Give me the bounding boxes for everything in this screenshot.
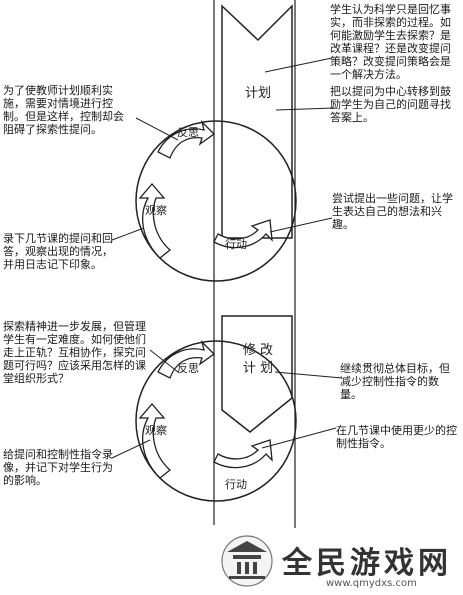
cycle-circle-1 (135, 120, 297, 282)
observe-label-1: 观察 (145, 203, 167, 217)
plan-label-2b: 计 划 (243, 361, 273, 376)
cycle-2: 修 改 计 划 反思 观察 行动 (135, 315, 297, 502)
note-left-observe-2: 给提问和控制性指令录像，并记下对学生行为的影响。 (3, 448, 113, 487)
plan-arrow-1 (221, 4, 293, 239)
pointer-right-act-2 (261, 427, 337, 449)
pointer-top-right (264, 57, 333, 73)
act-label-1: 行动 (225, 238, 247, 251)
note-right-plan: 把以提问为中心转移到鼓励学生为自己的问题寻找答案上。 (330, 85, 451, 124)
observe-arrow-2 (138, 403, 172, 479)
watermark-logo-icon (221, 535, 273, 587)
cycle-circle-2 (135, 340, 297, 502)
note-right-act-1: 尝试提出一些问题，让学生表达自己的想法和兴趣。 (332, 192, 453, 231)
reflect-label-2: 反思 (177, 362, 199, 375)
observe-label-2: 观察 (145, 423, 167, 437)
act-label-2: 行动 (225, 478, 247, 491)
note-left-reflect-2: 探索精神进一步发展，但管理学生有一定难度。如何使他们走上正轨？互相协作，探究问题… (3, 320, 146, 385)
reflect-arrow-1 (157, 119, 216, 159)
pointer-right-plan (275, 107, 335, 111)
watermark-url: www.qmydxs.com (326, 578, 417, 589)
cycle-1: 计划 反思 观察 行动 (135, 4, 297, 282)
pointer-left-observe-2 (111, 439, 151, 459)
note-top-right: 学生认为科学只是回忆事实，而非探索的过程。如何能激励学生去探索？是改革课程？还是… (330, 3, 451, 81)
pointer-left-reflect-1 (135, 117, 179, 141)
note-left-reflect-1: 为了使教师计划顺利实施，需要对情境进行控制。但是这样，控制却会阻碍了探索性提问。 (3, 84, 124, 136)
pointer-right-act-1 (269, 217, 333, 233)
pointer-left-observe-1 (111, 227, 145, 241)
pointer-left-reflect-2 (149, 349, 179, 373)
plan-label-1: 计划 (245, 86, 271, 101)
reflect-arrow-2 (157, 339, 216, 379)
reflect-label-1: 反思 (177, 126, 199, 139)
act-arrow-2 (213, 439, 273, 469)
note-right-act-2: 在几节课中使用更少的控制性指令。 (336, 424, 457, 450)
note-right-plan-2: 继续贯彻总体目标，但减少控制性指令的数量。 (340, 362, 450, 401)
act-arrow-1 (213, 219, 273, 249)
note-left-observe-1: 录下几节课的提问和回答，观察出现的情况，并用日志记下印象。 (3, 232, 113, 271)
pointer-right-plan-2 (274, 371, 343, 379)
observe-arrow-1 (138, 183, 172, 259)
watermark-name: 全民游戏网 (282, 546, 452, 581)
plan-label-2a: 修 改 (243, 343, 273, 358)
